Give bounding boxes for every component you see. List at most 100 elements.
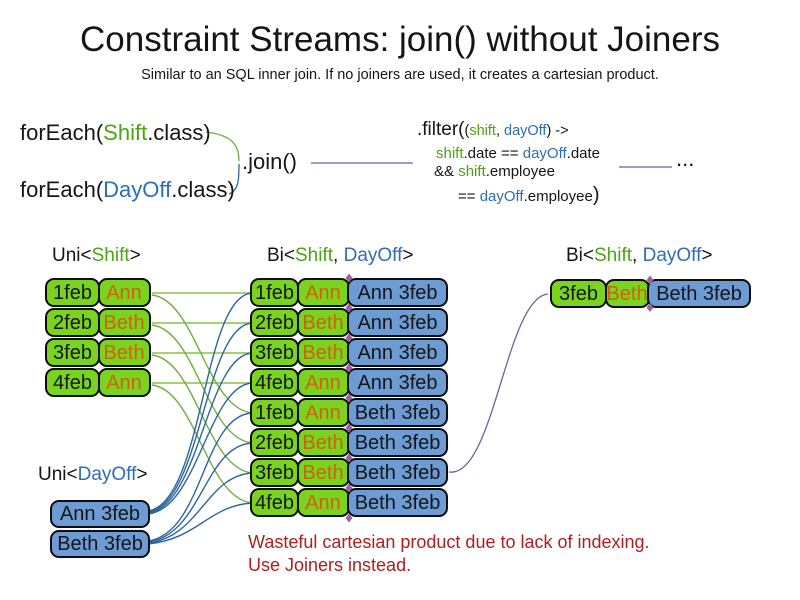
warning-note-line2: Use Joiners instead. xyxy=(248,555,412,575)
cell-date: 4feb xyxy=(250,368,299,397)
cell-name: Beth xyxy=(296,428,350,457)
dayoff-param-token: dayOff xyxy=(504,123,547,139)
code-text: ( xyxy=(464,123,470,139)
warning-note: Wasteful cartesian product due to lack o… xyxy=(248,531,650,577)
brace-green xyxy=(205,131,240,162)
cell-pair: Beth 3feb xyxy=(647,279,751,308)
cell-pair: Ann 3feb xyxy=(347,278,448,307)
code-text: .employee xyxy=(523,188,593,205)
cell-date: 2feb xyxy=(250,308,299,337)
label-text: > xyxy=(402,245,414,266)
cell-name: Ann xyxy=(296,278,350,307)
connector-green-curve xyxy=(151,294,253,414)
cell-name: Ann xyxy=(97,368,151,397)
cell-pair: Beth 3feb xyxy=(50,530,150,558)
code-filter-line3: && shift.employee xyxy=(434,163,555,180)
cell-pair: Ann 3feb xyxy=(347,338,448,367)
dayoff-class-token: DayOff xyxy=(103,177,172,202)
cell-date: 2feb xyxy=(45,308,100,337)
label-text: Shift xyxy=(91,245,130,266)
cell-name: Ann xyxy=(296,488,350,517)
label-bi-mid: Bi<Shift, DayOff> xyxy=(267,245,413,267)
label-text: Uni< xyxy=(52,245,92,266)
code-text: forEach( xyxy=(20,177,104,202)
cell-pair: Beth 3feb xyxy=(347,398,448,427)
shift-token: shift xyxy=(458,163,486,180)
code-text: ) xyxy=(592,184,600,206)
brace-blue xyxy=(228,163,240,195)
dayoff-token: dayOff xyxy=(479,188,524,205)
code-text: && xyxy=(434,163,459,180)
cell-pair: Ann 3feb xyxy=(347,368,448,397)
cell-date: 1feb xyxy=(250,398,299,427)
code-filter-line2: shift.date == dayOff.date xyxy=(436,145,600,162)
code-filter-line4: == dayOff.employee) xyxy=(458,184,600,207)
warning-note-line1: Wasteful cartesian product due to lack o… xyxy=(248,532,650,552)
code-text: forEach( xyxy=(20,120,104,145)
cell-name: Ann xyxy=(296,368,350,397)
code-ellipsis: ... xyxy=(676,146,695,171)
code-filter-line1: .filter((shift, dayOff) -> xyxy=(417,119,569,141)
cell-date: 3feb xyxy=(250,338,299,367)
cell-pair: Ann 3feb xyxy=(50,500,150,528)
label-text: Shift xyxy=(594,245,633,266)
label-text: , xyxy=(333,245,344,266)
connector-blue-curve xyxy=(147,442,253,543)
cell-name: Beth xyxy=(296,458,350,487)
table-row: Ann 3feb xyxy=(50,500,150,528)
code-text: , xyxy=(495,123,504,139)
cell-pair: Beth 3feb xyxy=(347,428,448,457)
code-text: .class) xyxy=(147,120,211,145)
code-text: .filter( xyxy=(417,119,465,140)
shift-class-token: Shift xyxy=(103,120,148,145)
label-text: Bi< xyxy=(566,245,594,266)
dayoff-token: dayOff xyxy=(522,145,567,162)
cell-name: Ann xyxy=(97,278,151,307)
code-text: .date == xyxy=(463,145,523,162)
connector-green-curve xyxy=(151,384,253,504)
label-text: DayOff xyxy=(642,245,702,266)
page-title: Constraint Streams: join() without Joine… xyxy=(80,20,720,59)
cell-date: 4feb xyxy=(250,488,299,517)
connector-blue-curve xyxy=(147,412,253,542)
connector-blue-curve xyxy=(147,322,253,513)
label-text: Shift xyxy=(295,245,334,266)
shift-token: shift xyxy=(436,145,464,162)
code-foreach-shift: forEach(Shift.class) xyxy=(20,120,211,146)
cell-pair: Ann 3feb xyxy=(347,308,448,337)
code-foreach-dayoff: forEach(DayOff.class) xyxy=(20,177,235,203)
connector-blue-curve xyxy=(147,352,253,514)
connector-blue-curve xyxy=(147,292,253,512)
label-uni-dayoff: Uni<DayOff> xyxy=(38,464,148,486)
label-uni-shift: Uni<Shift> xyxy=(52,245,141,267)
flow-line-filtered-row xyxy=(448,293,549,473)
cell-date: 4feb xyxy=(45,368,100,397)
label-text: > xyxy=(701,245,713,266)
shift-param-token: shift xyxy=(469,123,496,139)
cell-date: 3feb xyxy=(550,279,607,308)
cell-name: Beth xyxy=(97,308,151,337)
label-text: > xyxy=(129,245,141,266)
cell-pair: Beth 3feb xyxy=(347,488,448,517)
connector-green-curve xyxy=(151,324,253,444)
cell-name: Ann xyxy=(296,398,350,427)
connector-green-curve xyxy=(151,354,253,474)
cell-pair: Beth 3feb xyxy=(347,458,448,487)
label-text: Uni< xyxy=(38,464,78,485)
cell-date: 1feb xyxy=(45,278,100,307)
cell-date: 2feb xyxy=(250,428,299,457)
code-text: .employee xyxy=(485,163,555,180)
label-text: Bi< xyxy=(267,245,295,266)
label-text: DayOff xyxy=(77,464,137,485)
